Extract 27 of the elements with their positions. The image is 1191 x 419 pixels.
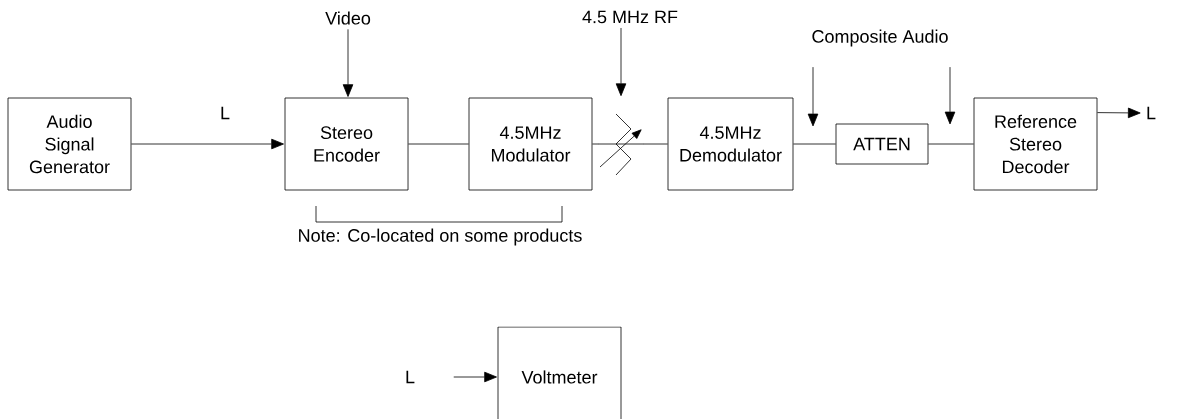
connector-line (793, 143, 836, 145)
arrow (342, 28, 354, 97)
block-box: Audio Signal Generator (7, 97, 132, 191)
block-box: 4.5MHz Modulator (468, 97, 593, 191)
arrow (1097, 107, 1141, 119)
block-box: Voltmeter (497, 326, 622, 419)
connector-line (592, 143, 600, 145)
arrow (453, 371, 497, 383)
block-box: Reference Stereo Decoder (973, 97, 1098, 191)
connector-line (642, 143, 668, 145)
note-text: Note: Co-located on some products (299, 228, 582, 246)
edge-label: L (221, 106, 230, 120)
arrow (807, 66, 819, 127)
signal-name: Video (325, 11, 371, 25)
connector-line (928, 143, 974, 145)
signal-name: 4.5 MHz RF (582, 10, 678, 24)
signal-name: L (1147, 106, 1156, 120)
arrow (944, 66, 956, 125)
rf-coupler-drawing (598, 113, 644, 176)
signal-name: Composite Audio (812, 29, 948, 47)
block-box: Stereo Encoder (284, 97, 409, 191)
block-box: 4.5MHz Demodulator (667, 97, 794, 191)
signal-name: L (406, 370, 415, 384)
arrow (131, 138, 284, 150)
connector-line (408, 143, 469, 145)
block-box: ATTEN (835, 123, 929, 165)
arrow (615, 27, 627, 97)
